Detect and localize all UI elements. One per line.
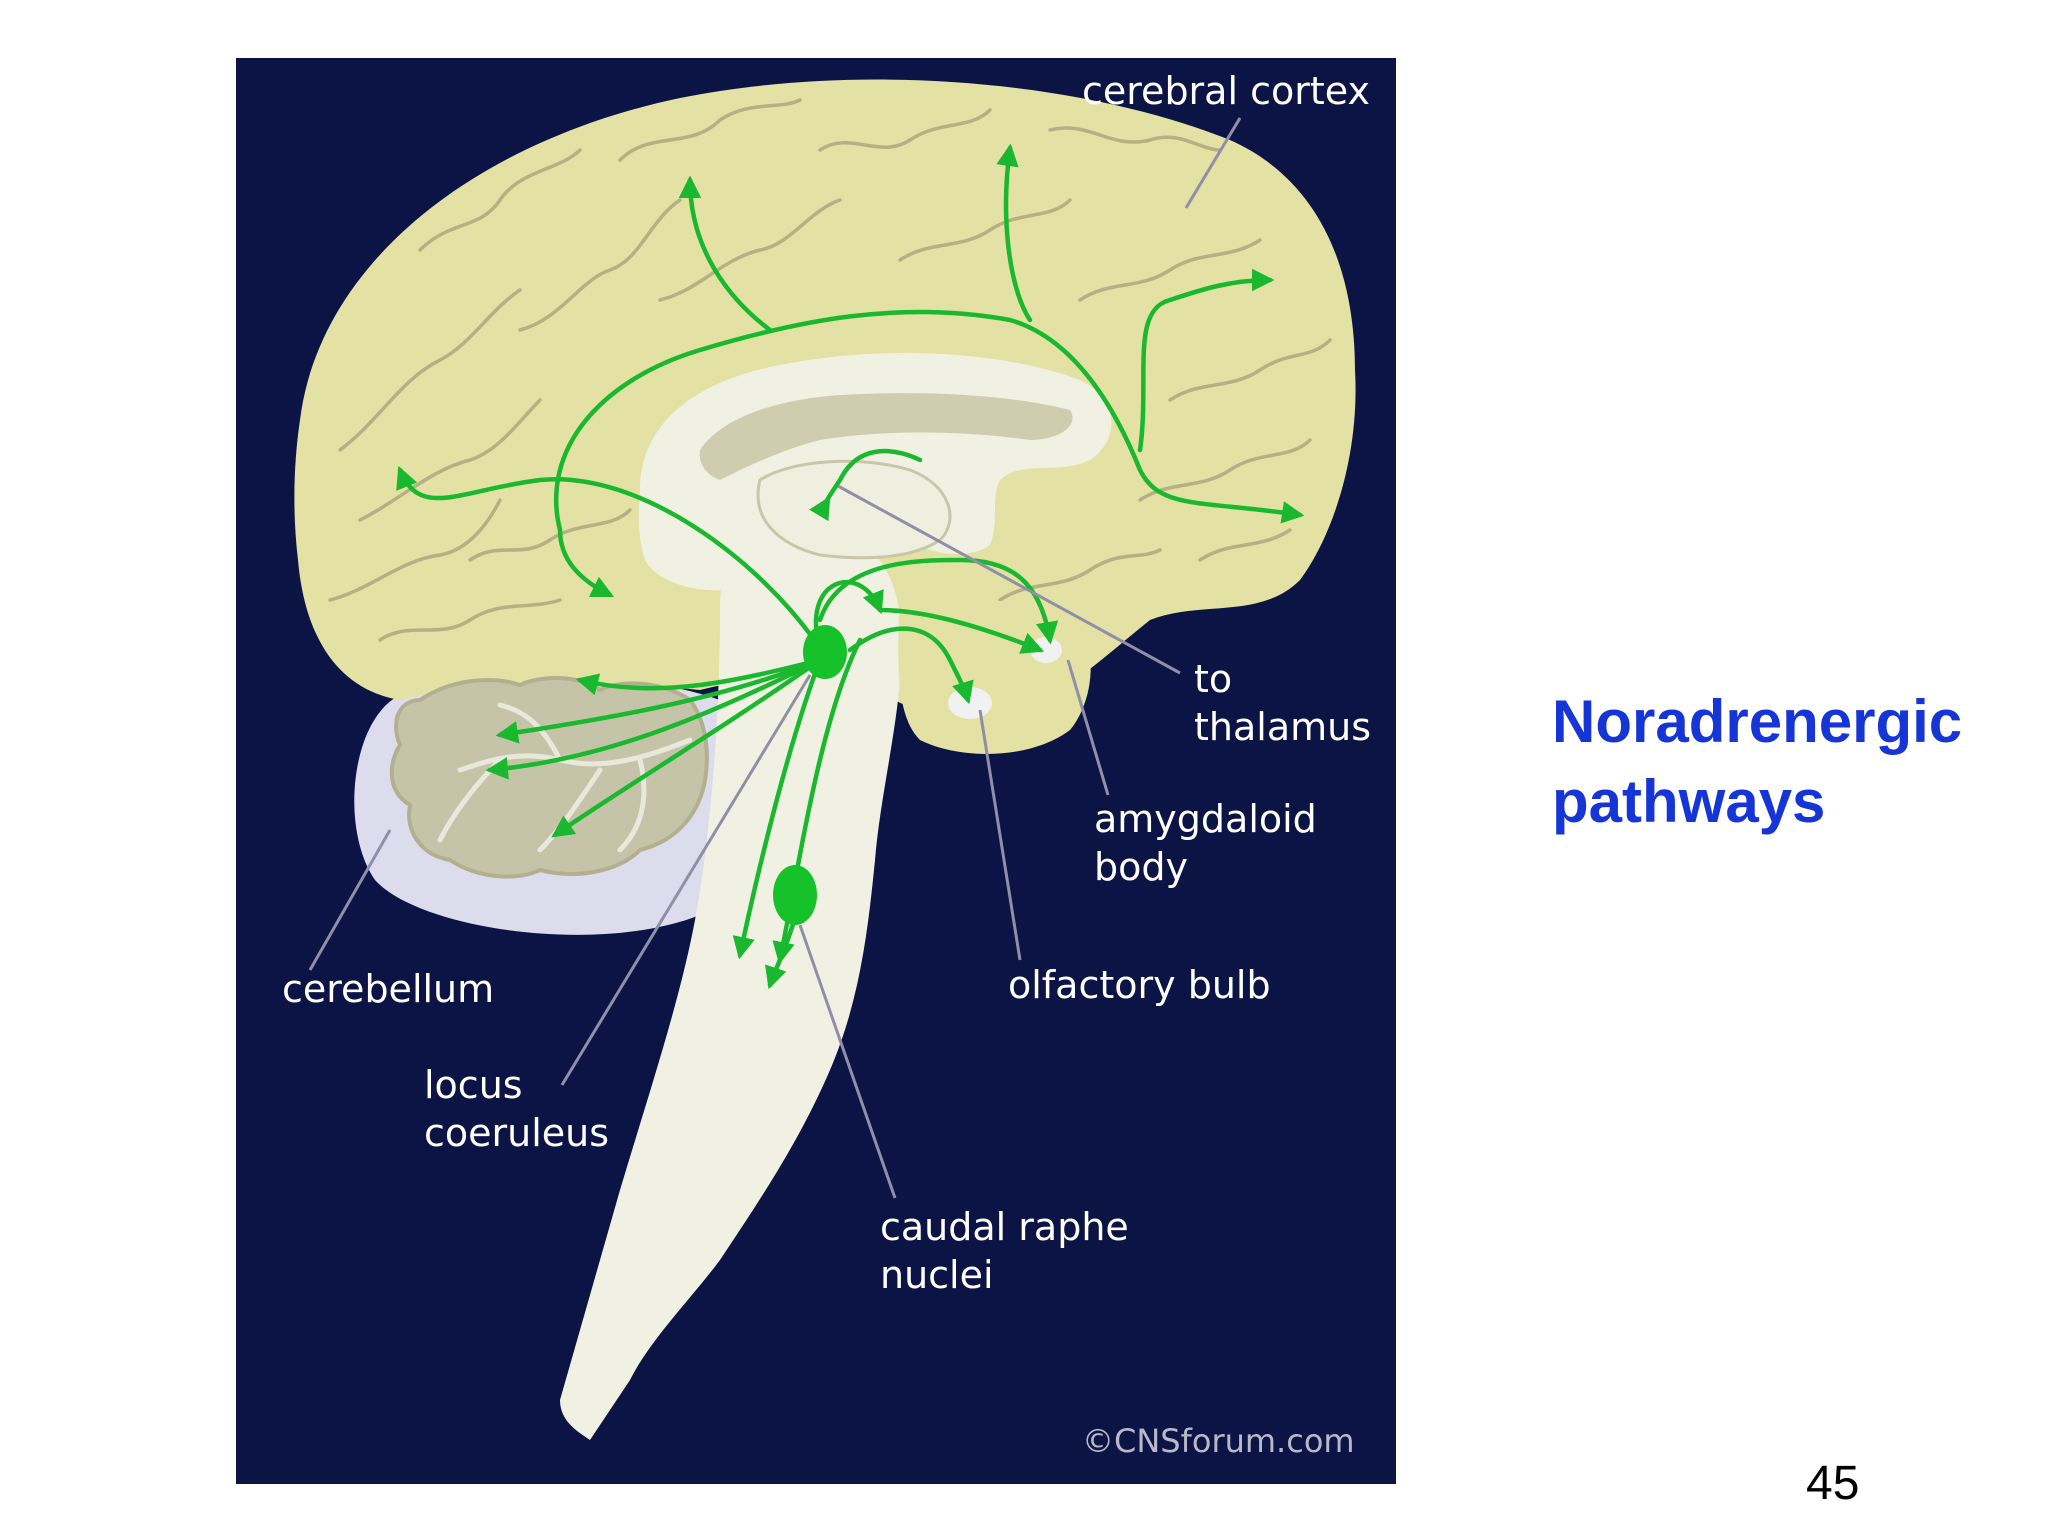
noradrenergic-pathways bbox=[396, 143, 1305, 990]
caudal-raphe-nucleus bbox=[773, 865, 817, 925]
page-number: 45 bbox=[1806, 1457, 1860, 1510]
brainstem bbox=[560, 521, 902, 1440]
label-cerebral-cortex: cerebral cortex bbox=[1082, 69, 1370, 113]
label-to-thalamus-line2: thalamus bbox=[1194, 705, 1371, 749]
label-olfactory-bulb: olfactory bulb bbox=[1008, 963, 1271, 1007]
olfactory-bulb bbox=[948, 687, 992, 719]
label-locus-coeruleus-line1: locus bbox=[424, 1063, 523, 1107]
slide-title-line1: Noradrenergic bbox=[1552, 688, 1963, 755]
slide-title: Noradrenergic pathways bbox=[1552, 682, 1962, 842]
label-caudal-raphe-line1: caudal raphe bbox=[880, 1205, 1129, 1249]
thalamus-region bbox=[756, 459, 952, 560]
slide-title-line2: pathways bbox=[1552, 768, 1826, 835]
label-locus-coeruleus-line2: coeruleus bbox=[424, 1111, 609, 1155]
label-to-thalamus-line1: to bbox=[1194, 657, 1232, 701]
locus-coeruleus-nucleus bbox=[803, 625, 847, 679]
label-pointers bbox=[308, 117, 1242, 1199]
label-cerebellum: cerebellum bbox=[282, 967, 494, 1011]
ventricle bbox=[699, 393, 1073, 480]
copyright-text: ©CNSforum.com bbox=[1082, 1422, 1355, 1460]
label-amygdaloid-body-line1: amygdaloid bbox=[1094, 797, 1317, 841]
cortex-gyri bbox=[328, 98, 1332, 642]
label-amygdaloid-body-line2: body bbox=[1094, 845, 1188, 889]
label-caudal-raphe-line2: nuclei bbox=[880, 1253, 994, 1297]
cerebellum-inner bbox=[389, 676, 709, 879]
temporal-lobe bbox=[898, 596, 1091, 754]
